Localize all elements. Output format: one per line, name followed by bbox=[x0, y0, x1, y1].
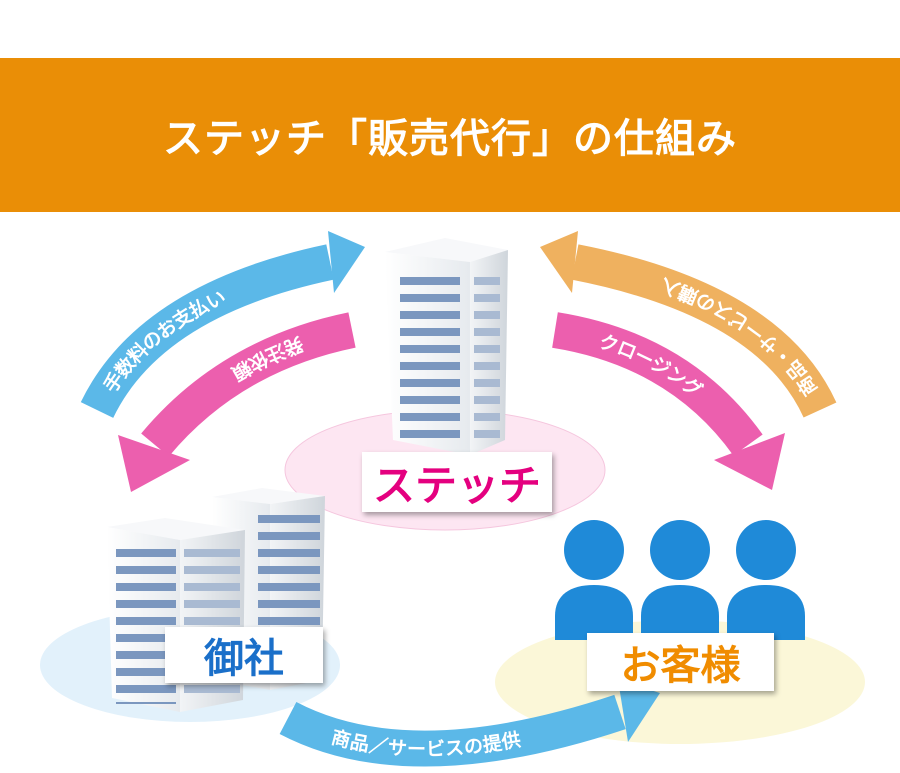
closing-arrowhead bbox=[714, 433, 785, 490]
order-request-arrowhead bbox=[118, 435, 190, 492]
page-title: ステッチ「販売代行」の仕組み bbox=[163, 115, 737, 162]
order-request-arrow bbox=[141, 312, 356, 457]
fee-payment-arrow bbox=[80, 244, 334, 419]
provision-arrowhead bbox=[618, 680, 660, 742]
stech-label: ステッチ bbox=[362, 452, 552, 512]
office-building-icon bbox=[385, 238, 508, 455]
people-group-icon bbox=[555, 520, 805, 640]
fee-payment-arrowhead bbox=[328, 231, 365, 293]
purchase-arrow bbox=[571, 244, 837, 418]
closing-arrow bbox=[552, 312, 763, 456]
client-label: 御社 bbox=[165, 627, 323, 683]
purchase-arrowhead bbox=[540, 231, 578, 293]
title-banner: ステッチ「販売代行」の仕組み bbox=[0, 58, 900, 212]
customer-label: お客様 bbox=[587, 633, 774, 691]
provision-arrow bbox=[279, 694, 626, 767]
